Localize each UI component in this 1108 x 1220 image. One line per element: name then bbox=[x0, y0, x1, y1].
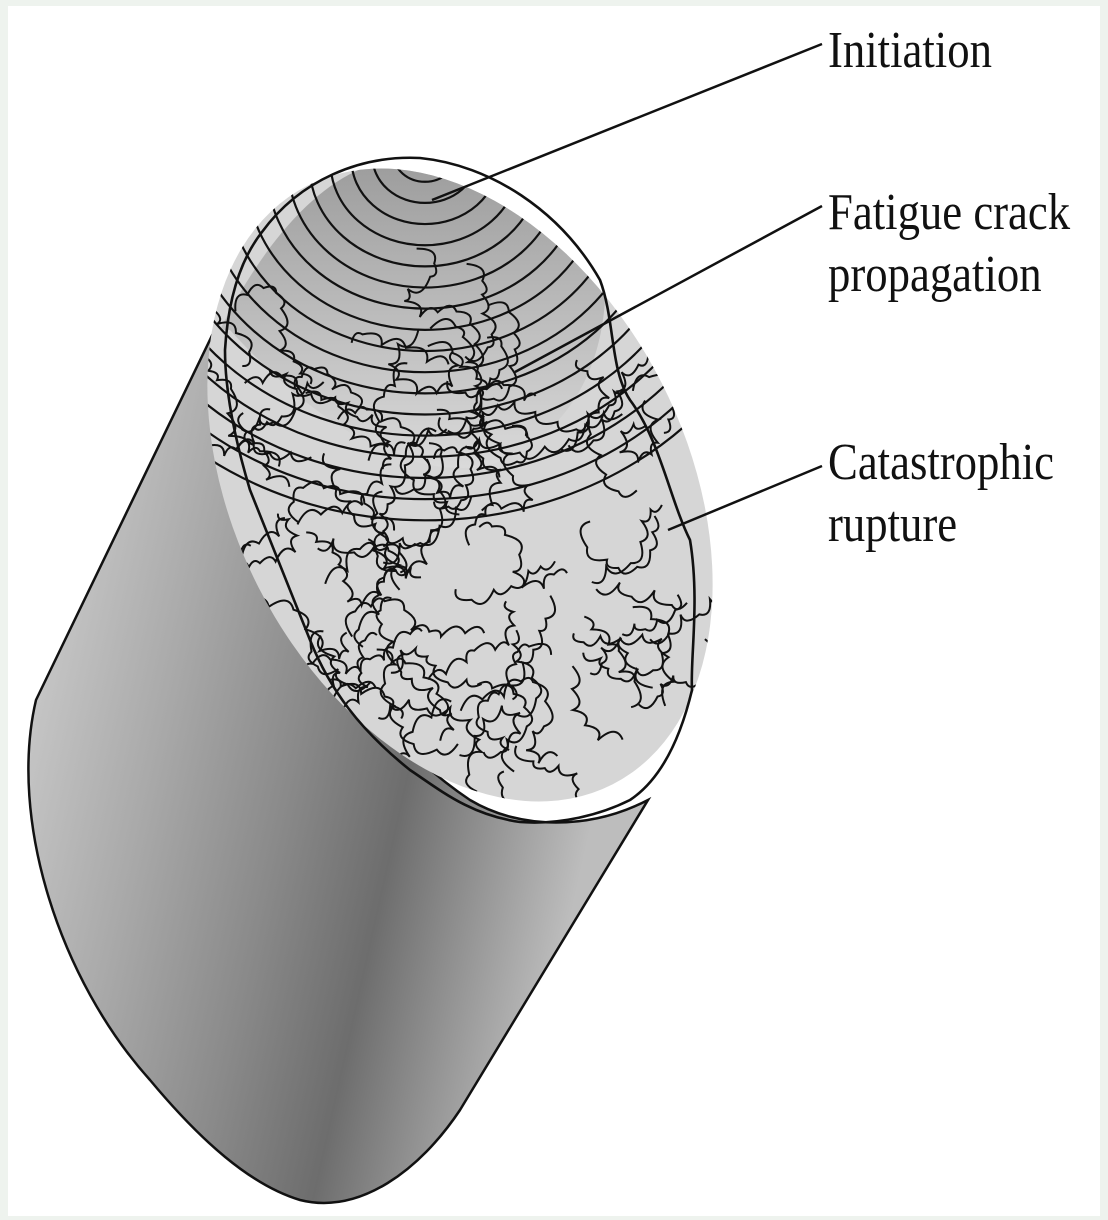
label-rupture-line-2: rupture bbox=[828, 494, 1054, 556]
label-initiation-line-1: Initiation bbox=[828, 20, 992, 82]
label-propagation-line-2: propagation bbox=[828, 244, 1070, 306]
label-catastrophic-rupture: Catastrophic rupture bbox=[828, 432, 1054, 556]
label-initiation: Initiation bbox=[828, 20, 992, 82]
leader-line-initiation bbox=[432, 44, 822, 200]
label-fatigue-crack-propagation: Fatigue crack propagation bbox=[828, 182, 1070, 306]
label-rupture-line-1: Catastrophic bbox=[828, 432, 1054, 494]
label-propagation-line-1: Fatigue crack bbox=[828, 182, 1070, 244]
